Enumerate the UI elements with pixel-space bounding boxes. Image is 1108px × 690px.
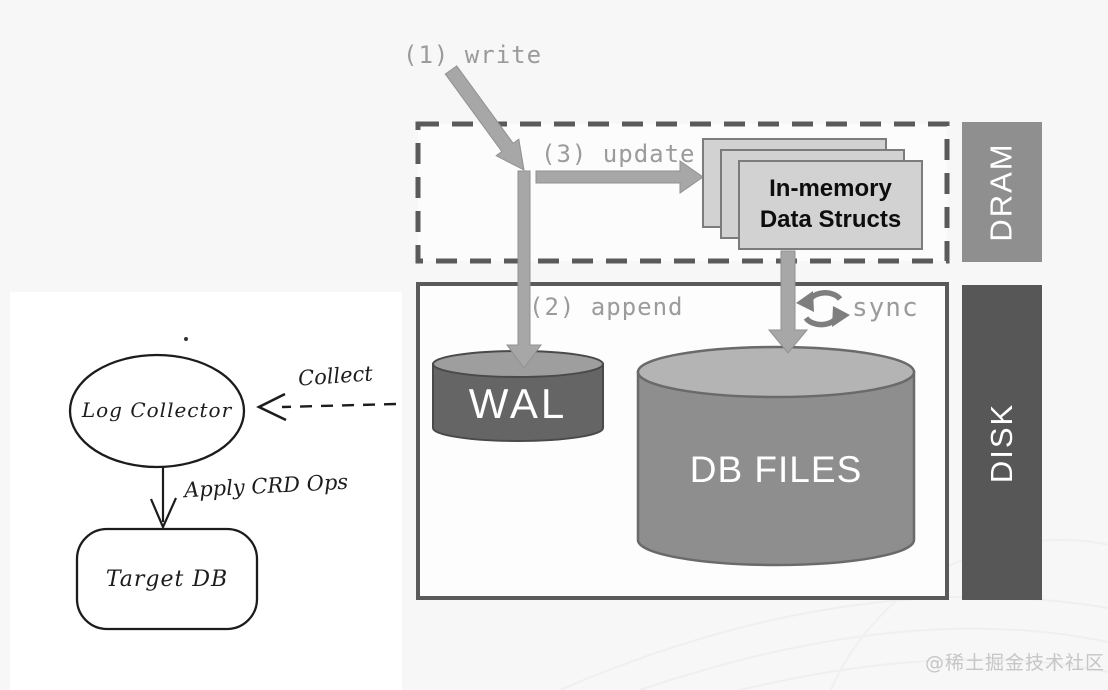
step3-update-label: (3) update [541,140,696,168]
wal-cylinder [432,350,604,442]
update-arrow [535,160,704,194]
step2-append-label: (2) append [529,293,684,321]
in-memory-card-front: In-memory Data Structs [738,160,923,250]
collect-arrow-head [256,392,287,422]
collect-arrow-line [281,402,397,409]
dram-label-box: DRAM [962,122,1042,262]
apply-arrow-head [149,497,178,530]
wal-label: WAL [468,380,568,427]
log-collector-ellipse [68,353,246,469]
stray-dot [184,337,188,341]
db-files-cylinder [636,345,916,567]
disk-label: DISK [984,402,1020,483]
in-memory-label-line2: Data Structs [759,206,902,233]
in-memory-label-line1: In-memory [769,175,892,203]
append-arrow [506,170,542,369]
dram-side-box [962,122,1042,262]
watermark: @稀土掘金技术社区 [925,652,1106,674]
disk-side-box [962,285,1042,600]
target-db-label: Target DB [105,566,229,592]
write-arrow [444,65,525,171]
disk-label-box: DISK [962,285,1042,600]
step1-write-label: (1) write [403,41,543,69]
log-collector-label: Log Collector [81,398,233,422]
sync-icon [796,290,850,328]
sync-label: sync [852,293,919,323]
dram-label: DRAM [984,142,1019,242]
sync-arrow [767,250,809,354]
db-files-label: DB FILES [689,449,863,490]
target-db-box [75,527,259,631]
